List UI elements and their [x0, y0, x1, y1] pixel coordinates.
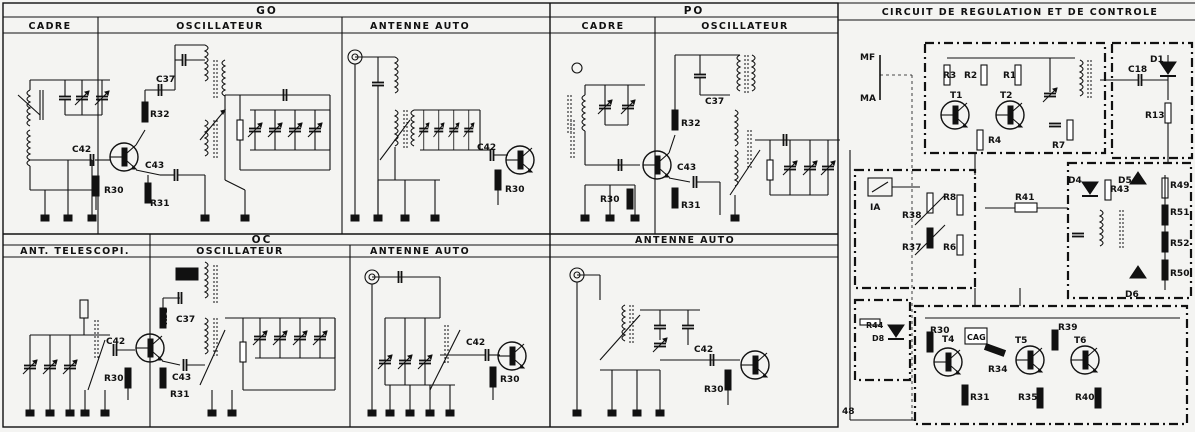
po-ant-c42-label: C42: [694, 345, 713, 355]
reg-r34-label: R34: [988, 365, 1007, 375]
reg-ia-label: IA: [870, 203, 880, 213]
reg-ma-label: MA: [860, 94, 876, 104]
go-r30-label: R30: [104, 186, 123, 196]
reg-d8-label: D8: [872, 334, 885, 343]
reg-r43-label: R43: [1110, 185, 1129, 195]
go-cadre-title: CADRE: [28, 21, 71, 32]
oc-r30-label: R30: [104, 374, 123, 384]
go-c43-label: C43: [145, 161, 164, 171]
reg-r38-label: R38: [902, 211, 921, 221]
oc-r32-label: R32: [160, 308, 169, 325]
reg-r41-label: R41: [1015, 193, 1034, 203]
reg-r39-label: R39: [1058, 323, 1077, 333]
go-r31-label: R31: [150, 199, 169, 209]
reg-r51-label: R51: [1170, 208, 1189, 218]
reg-r31-label: R31: [970, 393, 989, 403]
go-ant-r30-label: R30: [505, 185, 524, 195]
section-po-header: PO: [684, 5, 705, 17]
reg-cag-label: CAG: [967, 333, 986, 342]
reg-d6-label: D6: [1125, 290, 1139, 300]
reg-t1-label: T1: [950, 91, 962, 101]
reg-t4-label: T4: [942, 335, 954, 345]
oc-c42-label: C42: [106, 337, 125, 347]
go-antenne-circuit: C42 R30: [347, 49, 535, 222]
oc-r31-label: R31: [170, 390, 189, 400]
section-go-header: GO: [256, 5, 278, 17]
po-osc-circuit: C37 R32 C43 R31: [642, 54, 840, 222]
go-osc-circuit: C37 R32 C43 R31: [109, 44, 331, 222]
po-r31-label: R31: [681, 201, 700, 211]
section-oc-header: OC: [252, 234, 273, 246]
po-r32-label: R32: [681, 119, 700, 129]
oc-antenne-circuit: C42 R30: [364, 269, 527, 417]
reg-r30-label: R30: [930, 326, 949, 336]
go-r32-label: R32: [150, 110, 169, 120]
reg-r2-label: R2: [964, 71, 977, 81]
po-cadre-circuit: R30: [567, 62, 645, 222]
reg-r3-label: R3: [943, 71, 956, 81]
po-r30-label: R30: [600, 195, 619, 205]
reg-r7-label: R7: [1052, 141, 1065, 151]
oc-oscillateur-title: OSCILLATEUR: [196, 246, 284, 257]
oc-ant-r30-label: R30: [500, 375, 519, 385]
reg-d4-label: D4: [1068, 176, 1082, 186]
oc-antenne-title: ANTENNE AUTO: [370, 246, 470, 257]
oc-tele-title: ANT. TELESCOPI.: [20, 246, 130, 257]
reg-r50-label: R50: [1170, 269, 1189, 279]
go-ant-c42-label: C42: [477, 143, 496, 153]
go-antenne-title: ANTENNE AUTO: [370, 21, 470, 32]
po-c43-label: C43: [677, 163, 696, 173]
go-c37-label: C37: [156, 75, 175, 85]
po-antenne-circuit: C42 R30: [569, 267, 770, 417]
reg-r4-label: R4: [988, 136, 1001, 146]
oc-osc-circuit: R32 C37 C43 R31: [135, 261, 336, 417]
reg-r49-label: R49: [1170, 181, 1189, 191]
reg-t5-label: T5: [1015, 336, 1027, 346]
reg-r44-label: R44: [866, 321, 884, 330]
oc-ant-c42-label: C42: [466, 338, 485, 348]
reg-r40-label: R40: [1075, 393, 1094, 403]
go-oscillateur-title: OSCILLATEUR: [176, 21, 264, 32]
reg-t2-label: T2: [1000, 91, 1012, 101]
go-c42-label: C42: [72, 145, 91, 155]
po-oscillateur-title: OSCILLATEUR: [701, 21, 789, 32]
oc-tele-circuit: C42 R30: [22, 299, 135, 417]
oc-c43-label: C43: [172, 373, 191, 383]
reg-c18-label: C18: [1128, 65, 1147, 75]
go-cadre-circuit: C42 R30: [17, 79, 123, 222]
reg-r35-label: R35: [1018, 393, 1037, 403]
reg-r6-label: R6: [943, 243, 956, 253]
reg-r52-label: R52: [1170, 239, 1189, 249]
reg-d5-label: D5: [1118, 176, 1132, 186]
reg-t6-label: T6: [1074, 336, 1086, 346]
reg-d1-label: D1: [1150, 55, 1164, 65]
reg-r13-label: R13: [1145, 111, 1164, 121]
reg-mf-label: MF: [860, 53, 875, 63]
regulation-circuit: MF MA R3 R2 R1 T1 T2 R4 R7: [842, 41, 1194, 426]
po-cadre-title: CADRE: [581, 21, 624, 32]
po-ant-r30-label: R30: [704, 385, 723, 395]
reg-r37-label: R37: [902, 243, 921, 253]
po-c37-label: C37: [705, 97, 724, 107]
reg-r1-label: R1: [1003, 71, 1016, 81]
oc-c37-label: C37: [176, 315, 195, 325]
po-antenne-title: ANTENNE AUTO: [635, 235, 735, 246]
reg-node-48-label: 48: [842, 407, 855, 417]
reg-r8-label: R8: [943, 193, 956, 203]
section-regulation-header: CIRCUIT DE REGULATION ET DE CONTROLE: [882, 7, 1159, 18]
